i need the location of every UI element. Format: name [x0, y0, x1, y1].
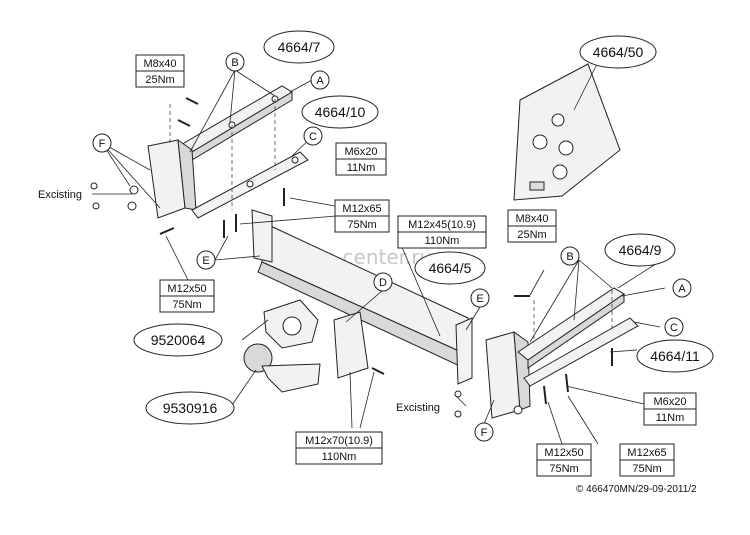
letter-d: D	[373, 272, 393, 292]
spec-m12x65-right: M12x65 75Nm	[619, 443, 675, 477]
right-plate	[523, 317, 639, 387]
spec-m12x65-left: M12x65 75Nm	[334, 199, 390, 233]
svg-text:M12x70(10.9): M12x70(10.9)	[305, 435, 373, 447]
spec-m6x20-right: M6x20 11Nm	[643, 392, 697, 426]
spec-m12x50-left: M12x50 75Nm	[159, 279, 215, 313]
letter-b-right: B	[560, 246, 580, 266]
svg-text:4664/9: 4664/9	[619, 242, 662, 258]
svg-text:C: C	[670, 322, 678, 334]
letter-c-right: C	[664, 317, 684, 337]
letter-f-right: F	[474, 422, 494, 442]
letter-f-left: F	[92, 133, 112, 153]
tow-ball	[243, 343, 273, 373]
ball-neck	[261, 363, 321, 393]
label-4664-9: 4664/9	[604, 233, 676, 267]
svg-text:11Nm: 11Nm	[656, 412, 685, 424]
letter-a-left: A	[310, 70, 330, 90]
svg-text:110Nm: 110Nm	[425, 235, 460, 247]
svg-text:4664/11: 4664/11	[650, 348, 700, 364]
svg-text:M8x40: M8x40	[515, 213, 548, 225]
letter-e-left: E	[196, 250, 216, 270]
svg-text:M12x45(10.9): M12x45(10.9)	[408, 219, 476, 231]
svg-text:A: A	[316, 75, 324, 87]
svg-text:F: F	[481, 427, 488, 439]
spec-m12x50-right: M12x50 75Nm	[536, 443, 592, 477]
svg-text:E: E	[202, 255, 209, 267]
spec-m8x40-right: M8x40 25Nm	[507, 209, 557, 243]
label-4664-5: 4664/5	[414, 251, 486, 285]
svg-text:E: E	[476, 293, 483, 305]
copyright-note: © 466470MN/29-09-2011/2	[576, 484, 697, 495]
svg-text:4664/10: 4664/10	[315, 104, 366, 120]
svg-text:4664/50: 4664/50	[593, 44, 644, 60]
label-4664-50: 4664/50	[579, 35, 657, 69]
letter-c-left: C	[303, 126, 323, 146]
svg-text:75Nm: 75Nm	[172, 299, 201, 311]
svg-text:25Nm: 25Nm	[517, 229, 546, 241]
spec-m12x70: M12x70(10.9) 110Nm	[295, 431, 383, 465]
socket-bracket	[333, 311, 369, 379]
svg-text:A: A	[678, 283, 686, 295]
label-4664-7: 4664/7	[263, 30, 335, 64]
bolts	[90, 97, 613, 418]
beam-end-plate	[455, 317, 473, 385]
svg-text:75Nm: 75Nm	[632, 463, 661, 475]
label-4664-11: 4664/11	[636, 339, 714, 373]
existing-note-left: Excisting	[38, 189, 82, 201]
svg-text:75Nm: 75Nm	[347, 219, 376, 231]
svg-text:75Nm: 75Nm	[549, 463, 578, 475]
svg-text:25Nm: 25Nm	[145, 74, 174, 86]
spec-m6x20-left: M6x20 11Nm	[335, 142, 387, 176]
svg-text:M12x50: M12x50	[167, 283, 206, 295]
fastener-detail-view	[513, 63, 621, 201]
svg-text:4664/5: 4664/5	[429, 260, 472, 276]
svg-text:M8x40: M8x40	[143, 58, 176, 70]
svg-text:M12x65: M12x65	[342, 203, 381, 215]
svg-text:B: B	[566, 251, 573, 263]
svg-text:M6x20: M6x20	[653, 396, 686, 408]
label-9520064: 9520064	[133, 323, 223, 357]
letter-b-left: B	[225, 52, 245, 72]
svg-text:4664/7: 4664/7	[278, 39, 321, 55]
letter-a-right: A	[672, 278, 692, 298]
label-4664-10: 4664/10	[301, 95, 379, 129]
existing-note-right: Excisting	[396, 402, 440, 414]
spec-m8x40-left: M8x40 25Nm	[135, 54, 185, 88]
svg-text:D: D	[379, 277, 387, 289]
svg-text:110Nm: 110Nm	[322, 451, 357, 463]
svg-text:F: F	[99, 138, 106, 150]
svg-text:M12x65: M12x65	[627, 447, 666, 459]
svg-text:9520064: 9520064	[151, 332, 206, 348]
svg-text:9530916: 9530916	[163, 400, 218, 416]
label-9530916: 9530916	[145, 391, 235, 425]
leader-lines	[92, 37, 666, 445]
svg-text:B: B	[231, 57, 238, 69]
svg-text:11Nm: 11Nm	[347, 162, 376, 174]
svg-text:M12x50: M12x50	[544, 447, 583, 459]
svg-text:M6x20: M6x20	[344, 146, 377, 158]
letter-e-right: E	[470, 288, 490, 308]
spec-m12x45: M12x45(10.9) 110Nm	[397, 215, 487, 249]
svg-text:C: C	[309, 131, 317, 143]
